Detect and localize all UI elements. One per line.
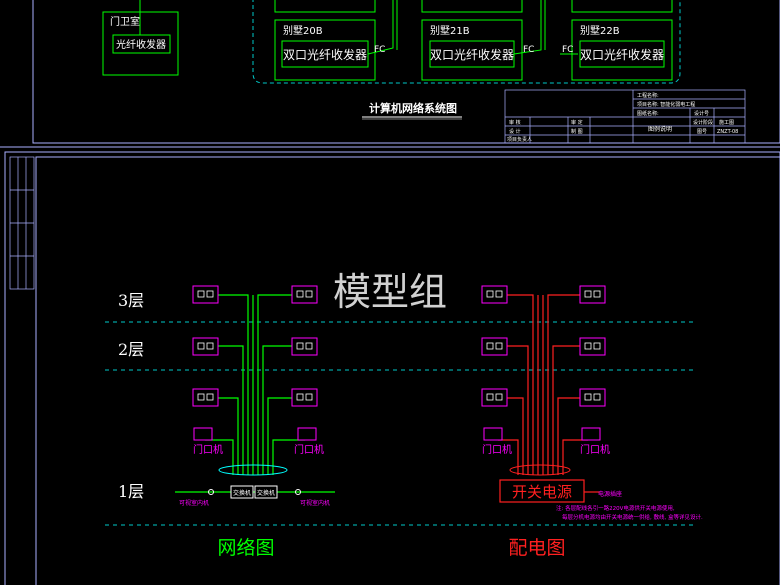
power-indoor-glyphs bbox=[486, 290, 601, 401]
net-hub-right-label: 交换机 bbox=[257, 489, 275, 497]
bottom-sheet-inner bbox=[35, 156, 780, 585]
upper-box-1 bbox=[274, 0, 376, 13]
network-socket-right bbox=[295, 489, 301, 495]
net-door-unit-left bbox=[193, 427, 213, 441]
power-cable-bundle bbox=[509, 464, 571, 476]
pwr-door-unit-left bbox=[483, 427, 503, 441]
network-wires bbox=[175, 294, 335, 493]
tb-draw: 制 图 bbox=[571, 128, 583, 135]
power-diagram: 门口机 门口机 开关电源 电源插座 注: 各层配线各引一路220V电源供开关电源… bbox=[481, 285, 703, 559]
floor-label-3: 3层 bbox=[118, 291, 144, 310]
network-diagram: 门口机 门口机 交换机 交换机 可视室内机 可视室内机 网络图 bbox=[175, 285, 335, 559]
villa-22b-name: 别墅22B bbox=[580, 25, 620, 37]
tb-lead: 项目负责人 bbox=[507, 136, 532, 143]
power-supply-box bbox=[499, 479, 585, 503]
upper-box-2 bbox=[421, 0, 523, 13]
pwr-door-label-left: 门口机 bbox=[482, 443, 512, 456]
net-door-unit-right bbox=[297, 427, 317, 441]
villa-20b-device: 双口光纤收发器 bbox=[283, 47, 367, 62]
fiber-tag-3: FC bbox=[562, 45, 573, 55]
net-indoor-3l bbox=[192, 285, 219, 304]
net-door-label-left: 门口机 bbox=[193, 443, 223, 456]
fiber-link-1 bbox=[367, 0, 394, 55]
margin-strip bbox=[9, 156, 35, 290]
tb-drawing-no-value: ZNZT-08 bbox=[717, 129, 738, 135]
top-sheet-border bbox=[32, 0, 780, 144]
fiber-tag-1: FC bbox=[374, 45, 385, 55]
guard-room: 门卫室 光纤收发器 bbox=[102, 0, 179, 76]
title-block bbox=[504, 89, 746, 144]
tb-phase-value: 施工图 bbox=[719, 119, 734, 126]
villa-21b-box bbox=[421, 19, 523, 81]
villa-22b-box bbox=[571, 19, 673, 81]
top-sheet: 门卫室 光纤收发器 别墅20B 双口光纤收发器 别墅21B 双口光纤收发器 别墅… bbox=[32, 0, 780, 144]
villa-21b-name: 别墅21B bbox=[430, 25, 470, 37]
villa-22b: 别墅22B 双口光纤收发器 bbox=[571, 19, 673, 81]
power-note-line-2: 每层分机电源均由开关电源统一供给, 敷线, 盒等详见设计. bbox=[562, 513, 703, 521]
villa-21b: 别墅21B 双口光纤收发器 bbox=[421, 19, 523, 81]
net-hub-left-label: 交换机 bbox=[233, 489, 251, 497]
net-note-right: 可视室内机 bbox=[300, 499, 330, 507]
title-block-frame bbox=[504, 89, 746, 144]
net-indoor-2r bbox=[291, 337, 318, 356]
villa-enclosure bbox=[252, 0, 681, 84]
power-note-line-1: 注: 各层配线各引一路220V电源供开关电源使用, bbox=[556, 504, 675, 512]
net-door-label-right: 门口机 bbox=[294, 443, 324, 456]
fiber-link-2 bbox=[513, 0, 542, 55]
network-cable-bundle bbox=[218, 464, 288, 476]
tb-design: 设 计 bbox=[509, 128, 521, 135]
net-indoor-3r bbox=[291, 285, 318, 304]
pwr-door-label-right: 门口机 bbox=[580, 443, 610, 456]
power-supply-note: 电源插座 bbox=[598, 490, 622, 498]
network-indoor-glyphs bbox=[197, 290, 313, 401]
tb-drawing: 图纸名称: bbox=[637, 110, 659, 117]
tb-phase-label: 设计阶段 bbox=[693, 119, 713, 126]
network-caption: 网络图 bbox=[217, 537, 274, 559]
top-sheet-title: 计算机网络系统图 bbox=[369, 101, 457, 115]
tb-design-desc: 图例说明 bbox=[648, 125, 672, 133]
guard-room-device-box bbox=[112, 34, 171, 54]
watermark: 模型组 bbox=[333, 270, 447, 314]
net-indoor-1l bbox=[192, 388, 219, 407]
guard-room-title: 门卫室 bbox=[110, 15, 140, 28]
fiber-tag-2: FC bbox=[523, 45, 534, 55]
power-supply-label: 开关电源 bbox=[512, 483, 572, 501]
net-hub-left bbox=[230, 485, 254, 499]
tb-design-no: 设计号 bbox=[694, 110, 709, 117]
power-indoor-units bbox=[481, 285, 606, 407]
floor-label-2: 2层 bbox=[118, 340, 144, 359]
net-indoor-2l bbox=[192, 337, 219, 356]
tb-subproject: 项目名称: 智能化弱电工程 bbox=[637, 101, 695, 108]
villa-22b-device: 双口光纤收发器 bbox=[580, 47, 664, 62]
upper-box-3 bbox=[571, 0, 673, 13]
bottom-sheet-outer bbox=[4, 151, 780, 585]
power-wires bbox=[498, 294, 600, 493]
tb-check: 审 核 bbox=[509, 119, 521, 126]
villa-20b-box bbox=[274, 19, 376, 81]
network-socket-left bbox=[208, 489, 214, 495]
guard-room-device: 光纤收发器 bbox=[116, 38, 166, 51]
villa-22b-device-box bbox=[579, 40, 665, 68]
network-indoor-units bbox=[192, 285, 318, 407]
bottom-sheet: 3层 2层 1层 bbox=[0, 146, 780, 585]
villa-21b-device: 双口光纤收发器 bbox=[430, 47, 514, 62]
villa-20b-name: 别墅20B bbox=[283, 25, 323, 37]
net-note-left: 可视室内机 bbox=[179, 499, 209, 507]
floor-label-1: 1层 bbox=[118, 482, 144, 501]
tb-drawing-no-label: 图号 bbox=[697, 129, 707, 135]
pwr-door-unit-right bbox=[581, 427, 601, 441]
villa-20b: 别墅20B 双口光纤收发器 bbox=[274, 19, 376, 81]
net-indoor-1r bbox=[291, 388, 318, 407]
net-hub-right bbox=[254, 485, 278, 499]
tb-review: 审 定 bbox=[571, 119, 583, 126]
power-caption: 配电图 bbox=[508, 537, 565, 559]
tb-project: 工程名称: bbox=[637, 92, 659, 99]
